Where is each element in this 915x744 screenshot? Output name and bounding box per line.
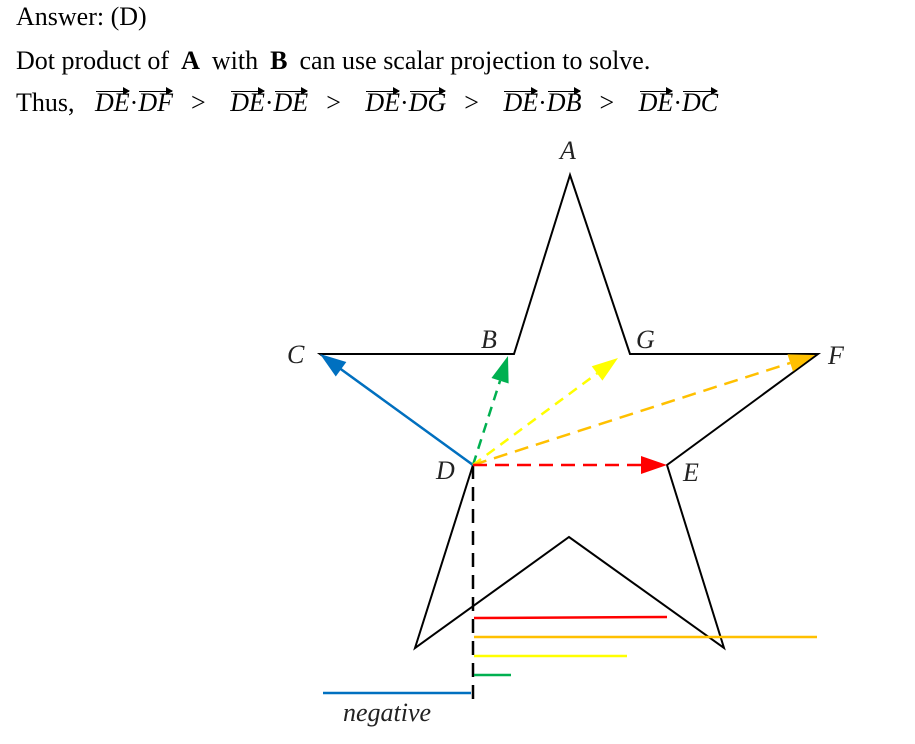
term-0: DE·DF — [95, 87, 174, 117]
arrowhead-dc — [320, 354, 347, 377]
thus-label: Thus, — [16, 88, 75, 117]
point-label-e: E — [682, 458, 699, 487]
projection-de — [473, 615, 668, 620]
point-label-b: B — [481, 325, 497, 354]
point-label-d: D — [435, 456, 455, 485]
vector-dc — [340, 368, 474, 467]
term-4: DE·DC — [638, 87, 719, 117]
star-outline — [316, 171, 822, 651]
explanation-pre: Dot product of — [16, 46, 170, 75]
vector-a-label: A — [181, 46, 200, 75]
arrowhead-de — [641, 456, 667, 474]
negative-label: negative — [343, 698, 431, 727]
term-2: DE·DG — [365, 87, 447, 117]
vector-b-label: B — [270, 46, 288, 75]
point-label-g: G — [636, 325, 655, 354]
explanation-with: with — [211, 46, 259, 75]
arrowhead-db — [491, 356, 509, 384]
answer-line: Answer: (D) — [16, 2, 147, 31]
term-1: DE·DE — [230, 87, 309, 117]
explanation-post: can use scalar projection to solve. — [299, 46, 651, 75]
vector-df — [472, 361, 791, 467]
vector-dg — [472, 372, 598, 467]
inequality-line: Thus, DE·DF> DE·DE> DE·DG> DE·DB> DE·DC — [16, 87, 719, 117]
vector-db — [471, 380, 502, 466]
arrowhead-dg — [591, 358, 618, 381]
term-3: DE·DB — [503, 87, 582, 117]
arrowhead-df — [787, 354, 815, 372]
point-label-c: C — [287, 340, 305, 369]
point-label-f: F — [827, 341, 845, 370]
point-label-a: A — [558, 136, 576, 165]
